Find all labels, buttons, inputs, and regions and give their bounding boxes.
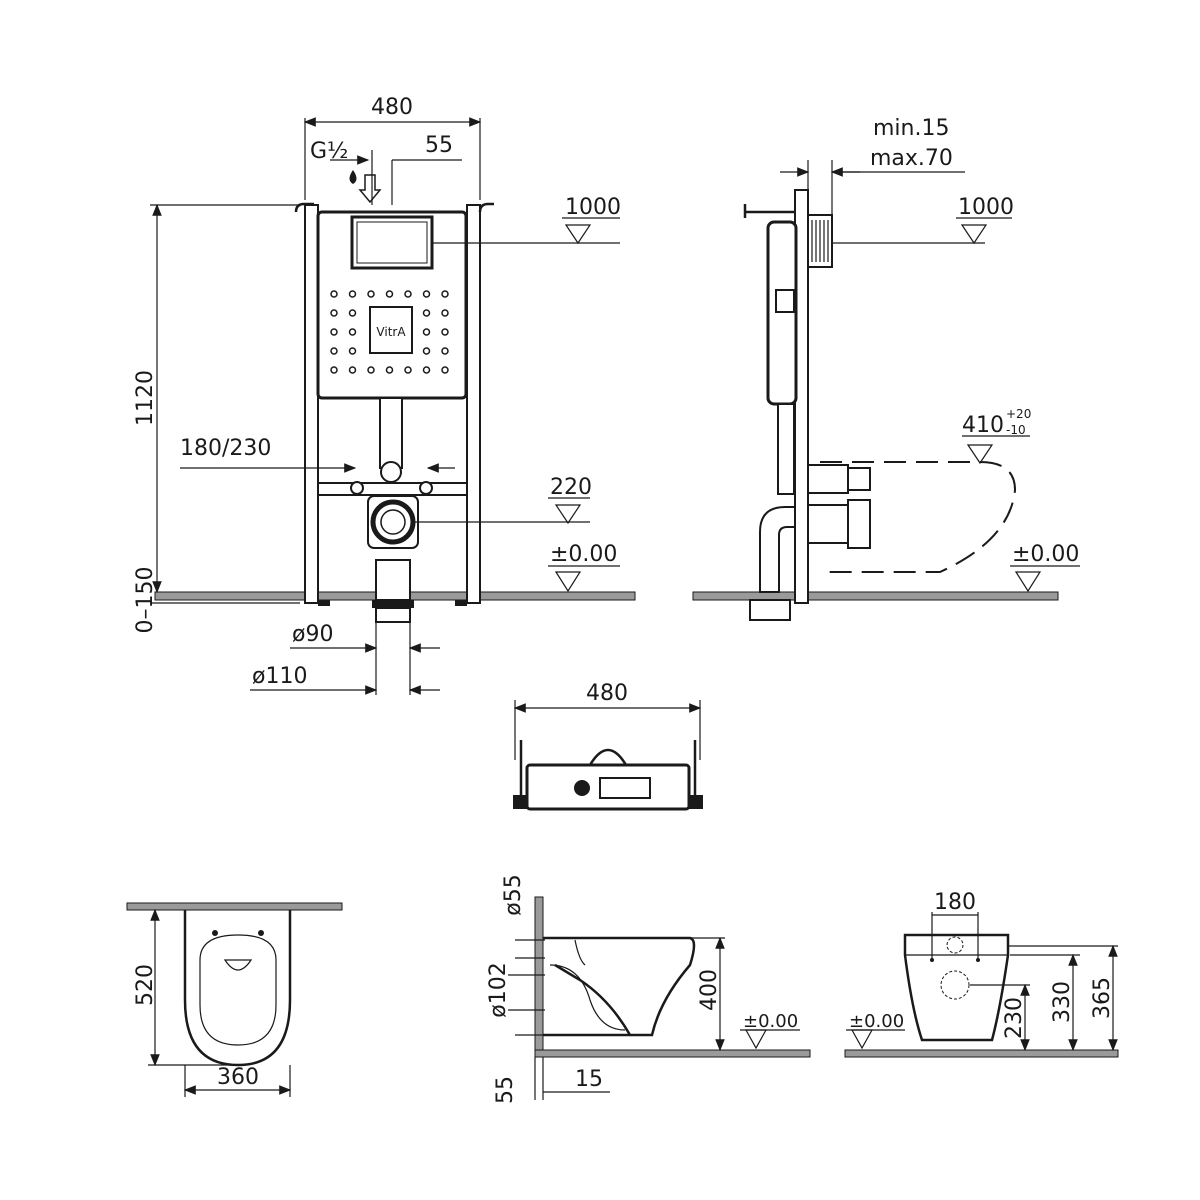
cistern-dot xyxy=(422,366,431,374)
cistern-dot xyxy=(367,290,375,298)
flush-plate xyxy=(350,215,434,270)
water-inlet-arrow-icon xyxy=(358,174,382,204)
cistern-dot xyxy=(441,309,449,317)
front-floor-level-label: ±0.00 xyxy=(550,542,617,567)
front-plate-level-label: 1000 xyxy=(565,195,621,220)
flush-pipe xyxy=(379,397,403,469)
cistern-dot xyxy=(441,366,449,374)
cistern-dot xyxy=(441,290,449,298)
side-plate-level-label: 1000 xyxy=(958,195,1014,220)
wall-max-label: max.70 xyxy=(870,146,953,171)
side-drain-bend xyxy=(759,506,796,593)
bowl-length-label: 520 xyxy=(133,964,158,1006)
side-floor xyxy=(692,591,1059,601)
height-330-label: 330 xyxy=(1050,981,1075,1023)
inlet-offset-label: 55 xyxy=(425,133,453,158)
section-floor-level-label: ±0.00 xyxy=(743,1011,798,1032)
front-view: VitrA 480 G½ 55 1120 0–150 180/230 xyxy=(133,95,636,695)
bowl-section-view: ø55 ø102 400 ±0.00 55 15 xyxy=(486,874,811,1104)
d55-label: ø55 xyxy=(501,874,526,915)
water-drop-icon xyxy=(349,170,357,184)
top-handle xyxy=(588,748,628,766)
outlet xyxy=(370,499,416,545)
cistern-dot xyxy=(404,366,412,374)
cistern-dot xyxy=(330,328,338,336)
wall-min-label: min.15 xyxy=(873,116,949,141)
front-bowl-floor-label: ±0.00 xyxy=(849,1011,904,1032)
top-view: 480 xyxy=(513,681,703,811)
cistern-dot xyxy=(348,347,357,355)
drain-pipe xyxy=(375,607,411,623)
bowl-height-label: 410 xyxy=(962,413,1004,438)
tolerance-plus: +20 xyxy=(1006,407,1031,421)
cistern-dot xyxy=(422,309,431,317)
cistern-dot xyxy=(348,290,357,298)
tolerance-minus: -10 xyxy=(1006,423,1026,437)
height-230-label: 230 xyxy=(1002,997,1027,1039)
height-365-label: 365 xyxy=(1090,977,1115,1019)
cistern-dot xyxy=(422,347,431,355)
cistern-dot xyxy=(330,347,338,355)
bowl-width-label: 360 xyxy=(217,1065,259,1090)
bowl-front-view: 180 ±0.00 230 330 365 xyxy=(844,890,1119,1058)
bowl-plan-view: 520 360 xyxy=(126,902,343,1097)
bowl-section-outline xyxy=(543,936,696,1037)
bowl-height-label-section: 400 xyxy=(697,969,722,1011)
front-width-label: 480 xyxy=(371,95,413,120)
side-floor-level-label: ±0.00 xyxy=(1012,542,1079,567)
cistern-dot xyxy=(422,328,431,336)
d102-label: ø102 xyxy=(486,962,511,1017)
cistern-dot xyxy=(330,290,338,298)
cistern-dot xyxy=(348,366,357,374)
cistern-dot-pattern xyxy=(330,290,449,374)
cistern-dot xyxy=(441,328,449,336)
frame-height-label: 1120 xyxy=(133,370,158,426)
frame-post-right xyxy=(466,204,481,604)
side-view: min.15 max.70 1000 410 +20 -10 ±0.00 xyxy=(692,116,1080,621)
cistern-dot xyxy=(348,309,357,317)
cistern-dot xyxy=(422,290,431,298)
cistern-dot xyxy=(348,328,357,336)
cistern-dot xyxy=(441,347,449,355)
top-width-label: 480 xyxy=(586,681,628,706)
cistern-dot xyxy=(330,366,338,374)
bracket-bar xyxy=(317,482,468,496)
offset-vertical-label: 55 xyxy=(493,1076,518,1104)
adjust-range-label: 0–150 xyxy=(133,567,158,634)
vitra-logo: VitrA xyxy=(376,325,406,339)
bracket-spacing-label: 180/230 xyxy=(180,436,271,461)
pipe-d90-label: ø90 xyxy=(292,622,333,647)
outlet-level-label: 220 xyxy=(550,475,592,500)
offset-horizontal-label: 15 xyxy=(575,1067,603,1092)
frame-post-left xyxy=(304,204,319,604)
cistern-dot xyxy=(330,309,338,317)
fix-spacing-label: 180 xyxy=(934,890,976,915)
cistern-dot xyxy=(385,366,394,374)
side-flush-pipe xyxy=(777,403,795,495)
bowl-plan-outline xyxy=(183,910,292,1067)
logo-box xyxy=(369,306,413,354)
cistern-dot xyxy=(385,290,394,298)
pipe-d110-label: ø110 xyxy=(252,664,307,689)
cistern-dot xyxy=(367,366,375,374)
bowl-outline-dashed xyxy=(820,461,1017,573)
cistern-dot xyxy=(404,290,412,298)
bowl-front-outline xyxy=(903,933,1010,1042)
